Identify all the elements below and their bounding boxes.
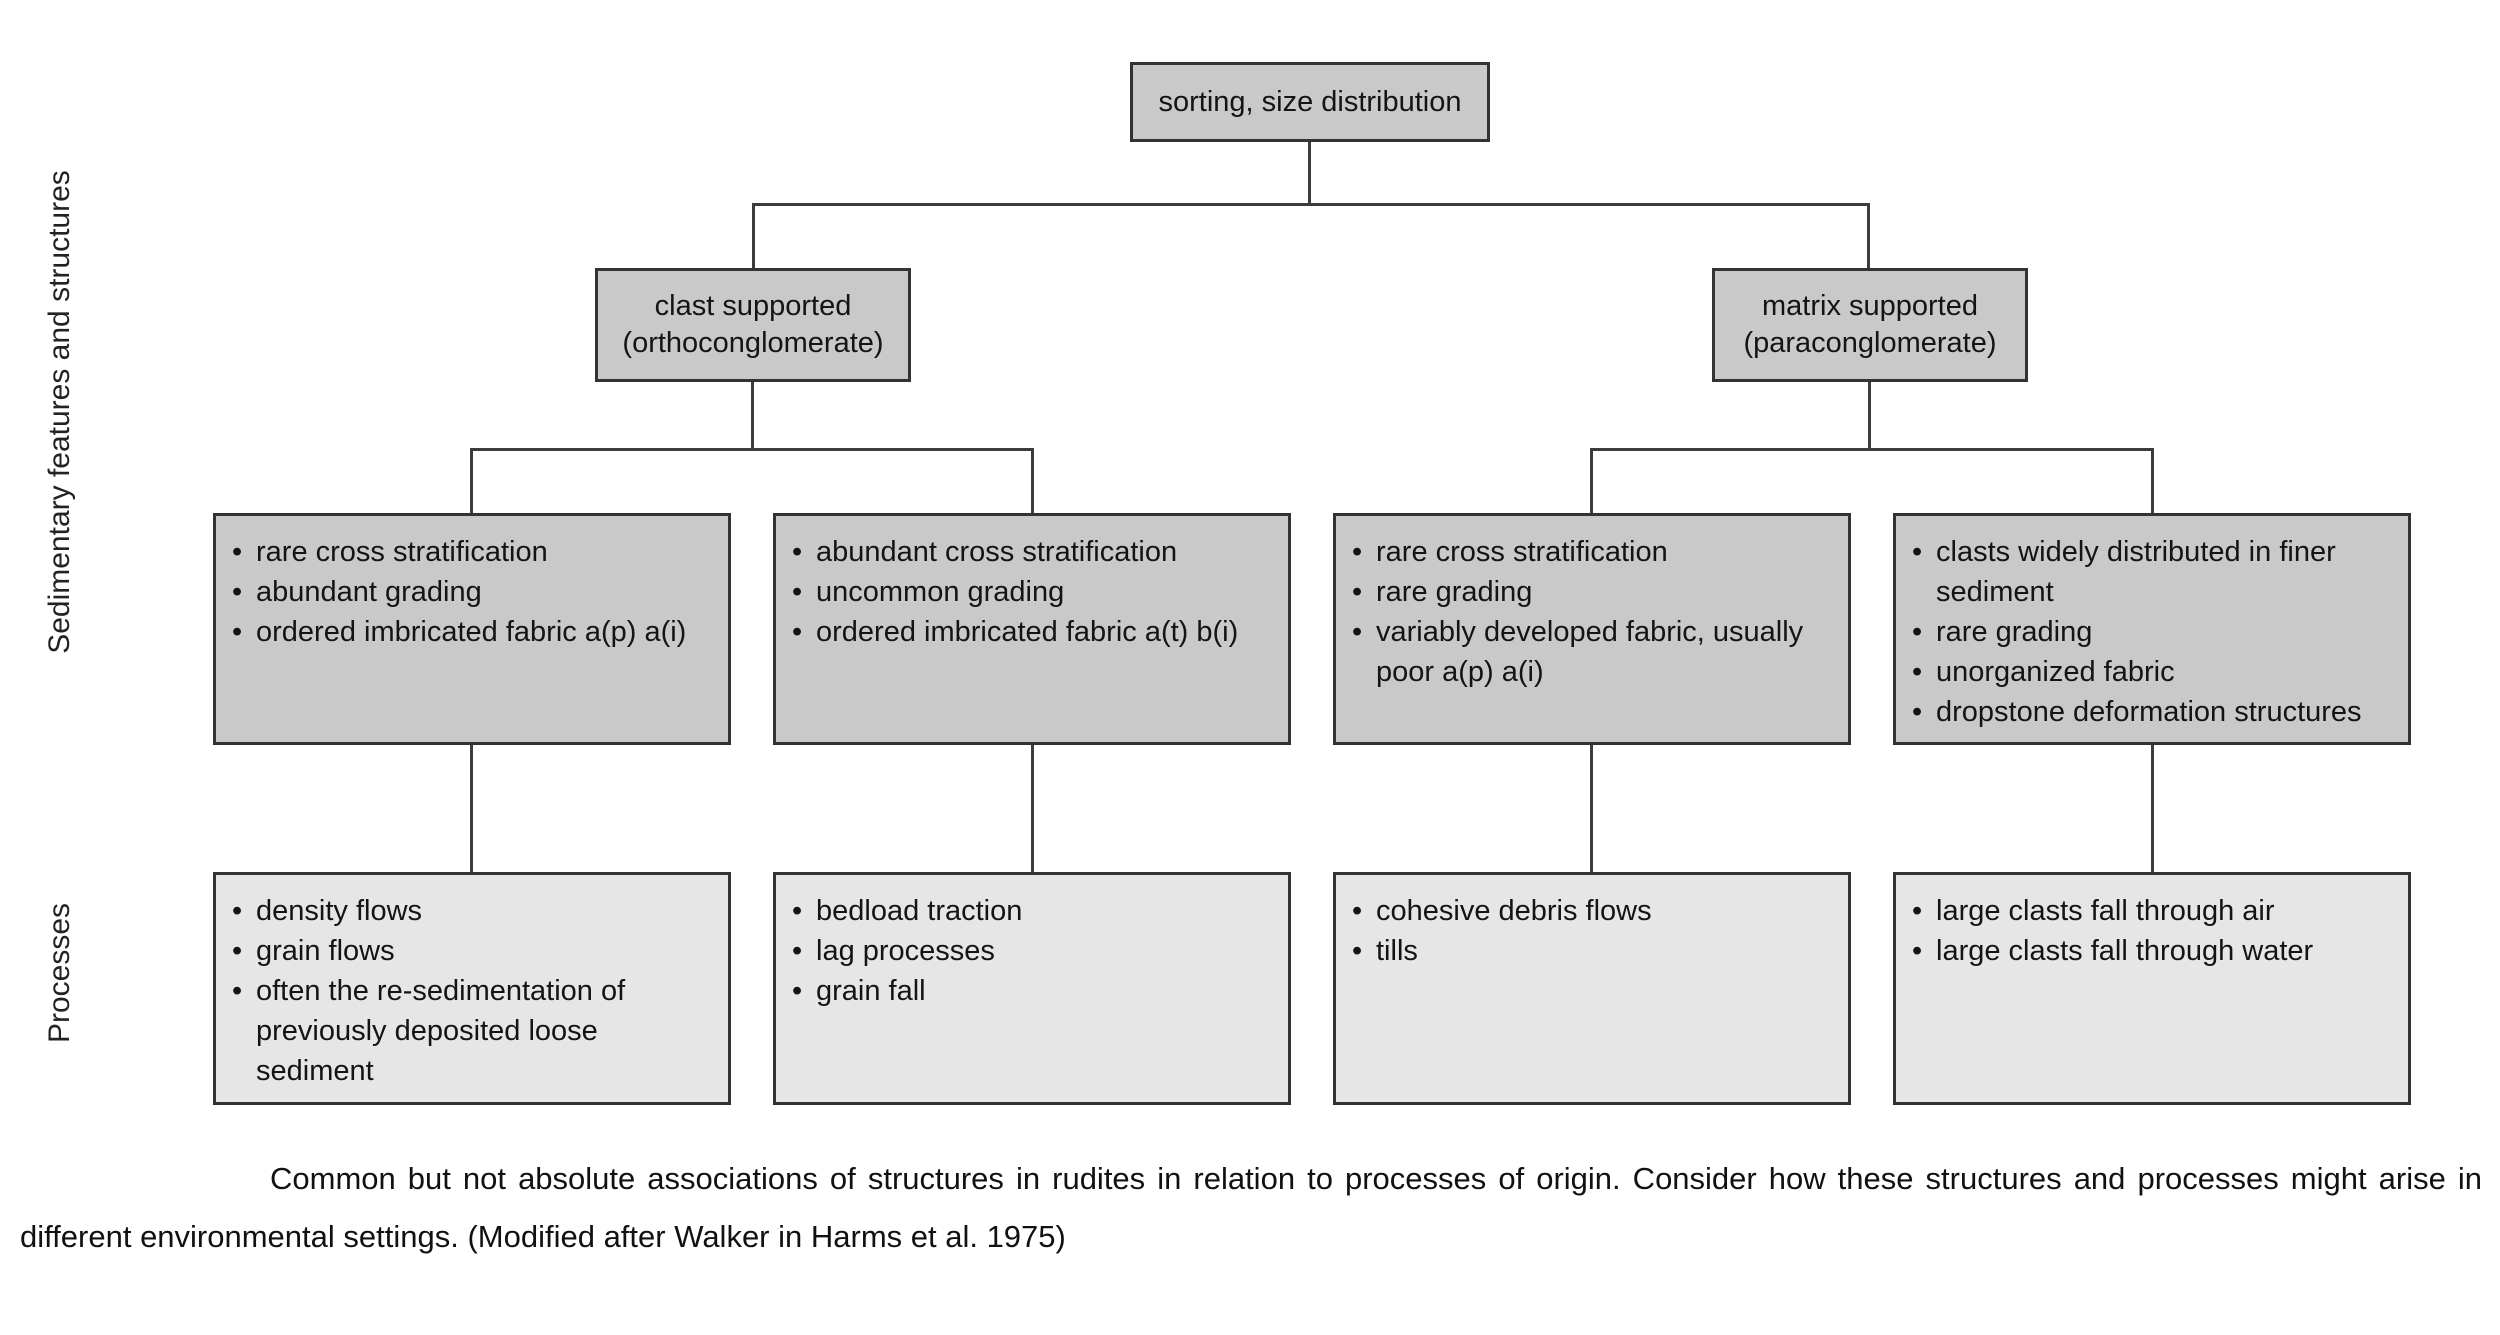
- feature-item: ordered imbricated fabric a(t) b(i): [790, 612, 1276, 652]
- connector-line: [1590, 745, 1593, 872]
- feature-item: variably developed fabric, usually poor …: [1350, 612, 1836, 692]
- connector-line: [470, 448, 473, 513]
- connector-line: [2151, 448, 2154, 513]
- process-item: density flows: [230, 891, 716, 931]
- connector-line: [751, 382, 754, 451]
- connector-line: [470, 448, 1034, 451]
- node-label-line: matrix supported: [1762, 290, 1978, 322]
- connector-line: [1590, 448, 1593, 513]
- connector-line: [2151, 745, 2154, 872]
- connector-line: [752, 203, 755, 268]
- connector-line: [1308, 142, 1311, 206]
- features-box-matrix-supported-1: rare cross stratification rare grading v…: [1333, 513, 1851, 745]
- process-item: grain fall: [790, 971, 1276, 1011]
- connector-line: [1031, 448, 1034, 513]
- connector-line: [752, 203, 1870, 206]
- connector-line: [1031, 745, 1034, 872]
- feature-item: rare grading: [1350, 572, 1836, 612]
- node-sorting-size-distribution: sorting, size distribution: [1130, 62, 1490, 142]
- feature-item: uncommon grading: [790, 572, 1276, 612]
- process-item: large clasts fall through air: [1910, 891, 2396, 931]
- process-box-1: density flows grain flows often the re-s…: [213, 872, 731, 1105]
- connector-line: [1868, 382, 1871, 451]
- feature-item: rare cross stratification: [1350, 532, 1836, 572]
- process-item: large clasts fall through water: [1910, 931, 2396, 971]
- connector-line: [470, 745, 473, 872]
- process-item: lag processes: [790, 931, 1276, 971]
- process-box-4: large clasts fall through air large clas…: [1893, 872, 2411, 1105]
- process-item: bedload traction: [790, 891, 1276, 931]
- feature-item: abundant cross stratification: [790, 532, 1276, 572]
- node-label-line: (paraconglomerate): [1743, 327, 1997, 359]
- node-label-line: (orthoconglomerate): [622, 327, 884, 359]
- process-box-2: bedload traction lag processes grain fal…: [773, 872, 1291, 1105]
- node-matrix-supported: matrix supported (paraconglomerate): [1712, 268, 2028, 382]
- process-box-3: cohesive debris flows tills: [1333, 872, 1851, 1105]
- features-box-matrix-supported-2: clasts widely distributed in finer sedim…: [1893, 513, 2411, 745]
- feature-item: rare cross stratification: [230, 532, 716, 572]
- feature-item: clasts widely distributed in finer sedim…: [1910, 532, 2396, 612]
- feature-item: unorganized fabric: [1910, 652, 2396, 692]
- feature-item: rare grading: [1910, 612, 2396, 652]
- feature-item: abundant grading: [230, 572, 716, 612]
- feature-item: dropstone deformation structures: [1910, 692, 2396, 732]
- features-box-clast-supported-2: abundant cross stratification uncommon g…: [773, 513, 1291, 745]
- process-item: grain flows: [230, 931, 716, 971]
- features-box-clast-supported-1: rare cross stratification abundant gradi…: [213, 513, 731, 745]
- process-item: cohesive debris flows: [1350, 891, 1836, 931]
- node-label-line: clast supported: [654, 290, 852, 322]
- figure-caption: Common but not absolute associations of …: [20, 1161, 2482, 1254]
- row-label-sedimentary-features: Sedimentary features and structures: [43, 170, 76, 654]
- node-clast-supported: clast supported (orthoconglomerate): [595, 268, 911, 382]
- process-item: tills: [1350, 931, 1836, 971]
- process-item: often the re-sedimentation of previously…: [230, 971, 716, 1091]
- node-label: sorting, size distribution: [1158, 85, 1462, 118]
- feature-item: ordered imbricated fabric a(p) a(i): [230, 612, 716, 652]
- connector-line: [1867, 203, 1870, 268]
- connector-line: [1590, 448, 2154, 451]
